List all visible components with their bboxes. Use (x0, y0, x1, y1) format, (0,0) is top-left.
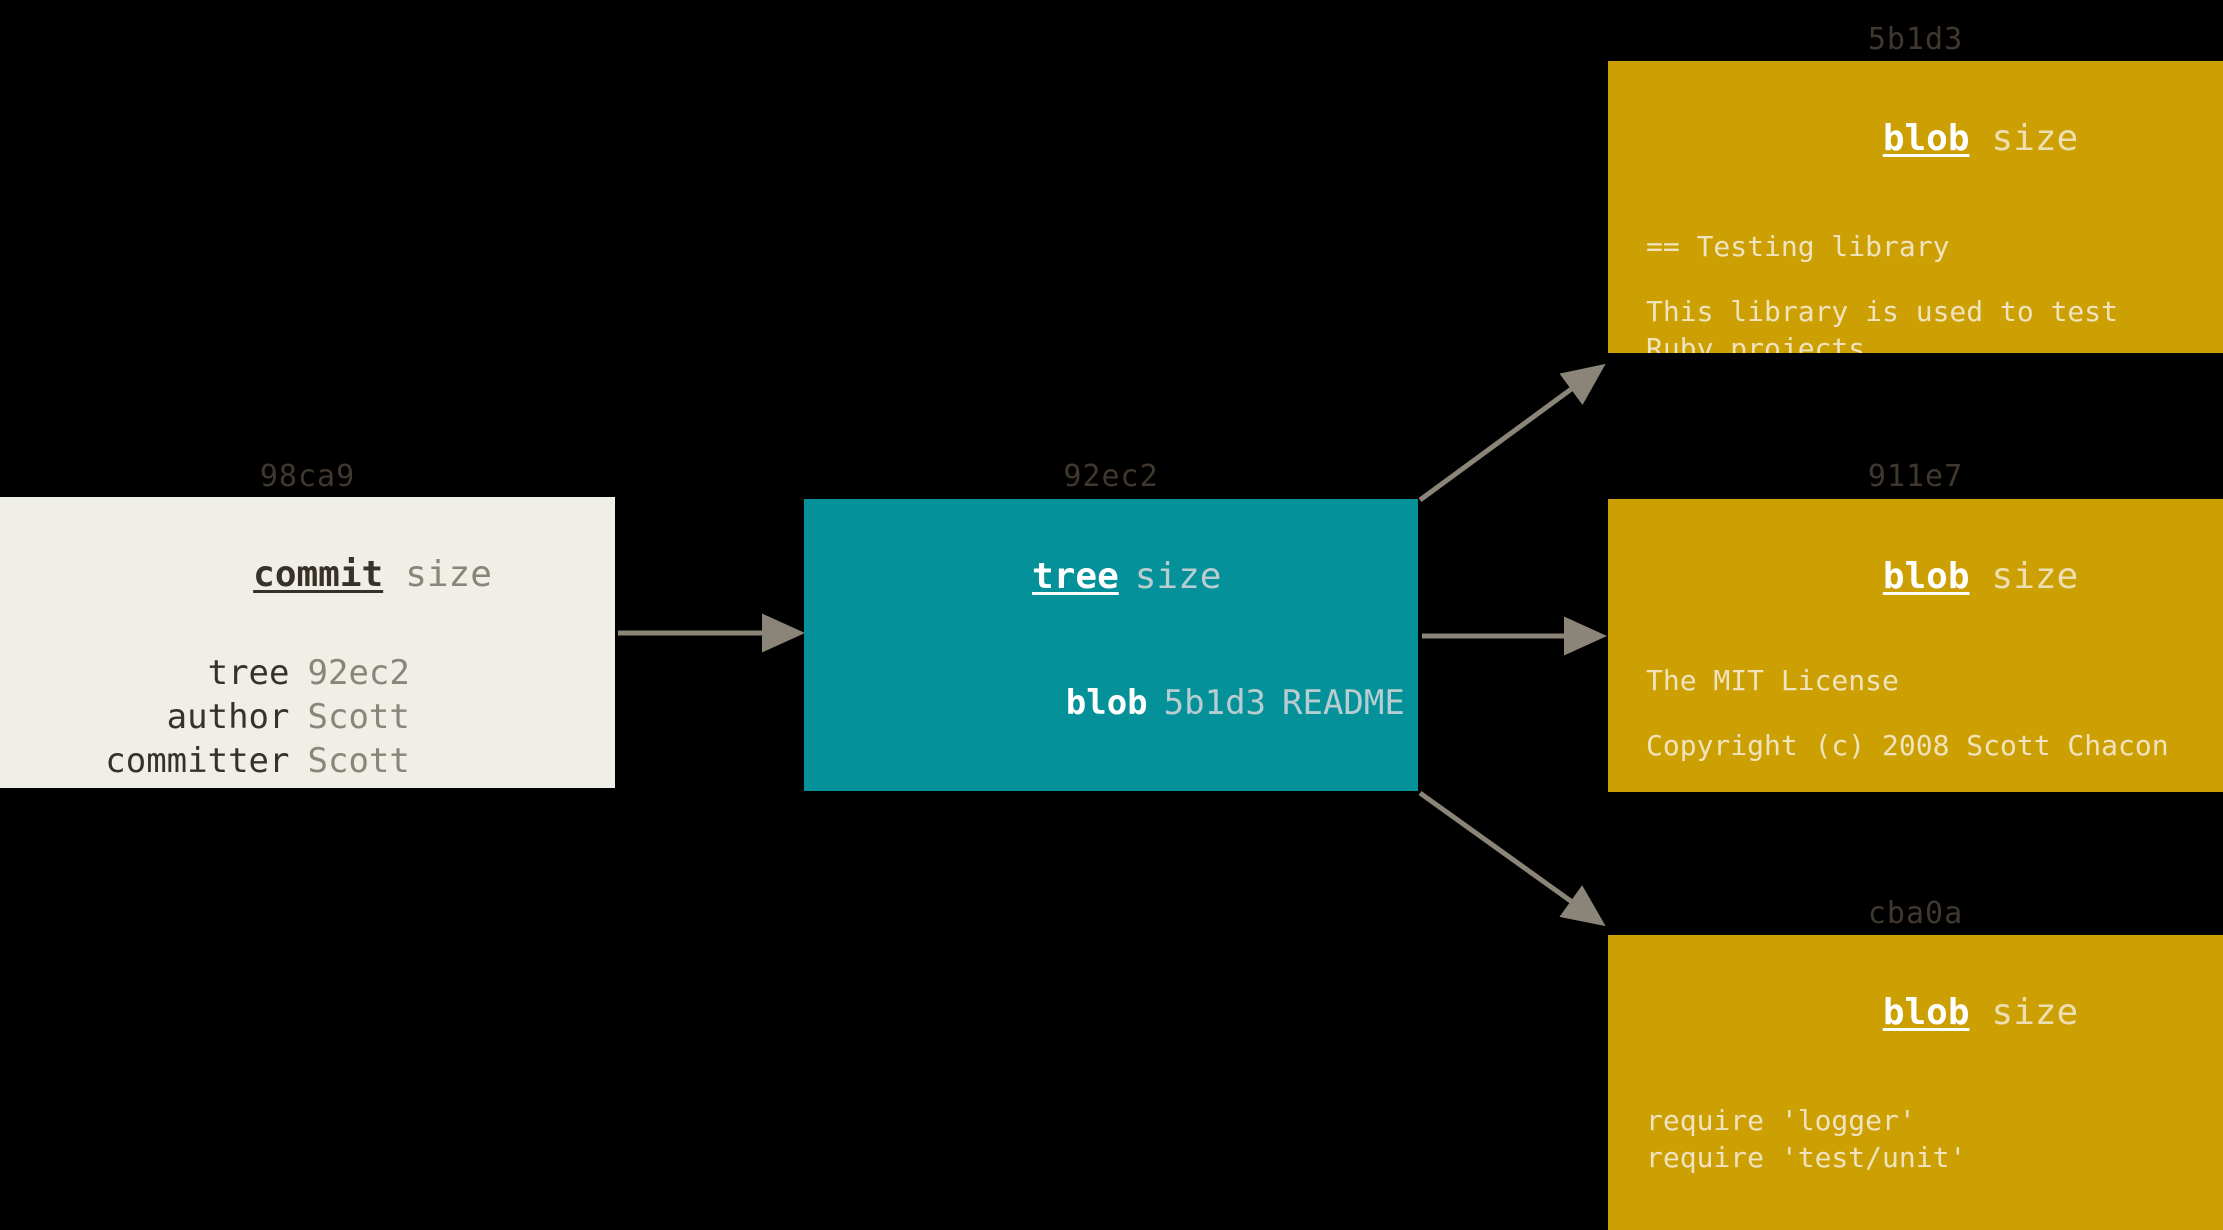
commit-fields-table: tree 92ec2 author Scott committer Scott (22, 651, 593, 783)
commit-field-row: tree 92ec2 (22, 651, 593, 695)
blob-header: blob size (1608, 85, 2223, 193)
blob-type-label: blob (1882, 118, 1970, 159)
blob-content-line: require 'logger' require 'test/unit' (1646, 1104, 1967, 1174)
tree-entry-name: README (1282, 683, 1405, 723)
blob-content-911e7: The MIT License Copyright (c) 2008 Scott… (1608, 663, 2223, 792)
tree-entry-row[interactable]: blob 5b1d3 README (902, 647, 1418, 759)
tree-entry-type: blob (1065, 683, 1148, 723)
blob-content-cba0a: require 'logger' require 'test/unit' cla… (1608, 1103, 2223, 1230)
tree-entry-row[interactable]: blob911e7LICENSE (902, 759, 1418, 791)
commit-field-key: committer (105, 741, 290, 781)
blob-size-label: size (1991, 118, 2079, 159)
blob-object-box-cba0a[interactable]: blob size require 'logger' require 'test/… (1608, 935, 2223, 1230)
blob-content-line: This library is used to test Ruby projec… (1646, 294, 2119, 353)
blob-type-label: blob (1882, 556, 1970, 597)
blob-object-box-5b1d3[interactable]: blob size == Testing library This library… (1608, 61, 2223, 353)
commit-type-label: commit (253, 554, 384, 595)
blob-header: blob size (1608, 523, 2223, 631)
blob-size-label: size (1991, 556, 2079, 597)
hash-label-tree: 92ec2 (1063, 459, 1159, 494)
blob-content-5b1d3: == Testing library This library is used … (1608, 229, 2223, 353)
tree-type-label: tree (1032, 556, 1119, 597)
commit-field-row: committer Scott (22, 739, 593, 783)
blob-header: blob size (1608, 959, 2223, 1067)
tree-size-label: size (1134, 556, 1222, 597)
blob-content-line: The MIT License (1646, 664, 1899, 697)
hash-label-commit: 98ca9 (259, 459, 356, 494)
hash-label-blob-911e7: 911e7 (1867, 459, 1964, 494)
blob-type-label: blob (1882, 992, 1970, 1033)
hash-label-blob-5b1d3: 5b1d3 (1867, 22, 1964, 57)
tree-entry-hash: 5b1d3 (1163, 683, 1267, 723)
commit-field-value: Scott (307, 697, 410, 737)
arrow-tree-to-blob-cba0a (1418, 790, 1606, 927)
commit-field-key: author (166, 697, 290, 737)
blob-content-line: Copyright (c) 2008 Scott Chacon (1646, 728, 2169, 762)
blob-object-box-911e7[interactable]: blob size The MIT License Copyright (c) 2… (1608, 499, 2223, 792)
tree-object-box[interactable]: tree size blob 5b1d3 README blob911e7LICENS… (804, 499, 1418, 791)
blob-size-label: size (1991, 992, 2079, 1033)
tree-header: tree size (804, 523, 1418, 631)
blob-content-line (1646, 1205, 2209, 1230)
arrow-tree-to-blob-5b1d3 (1418, 363, 1606, 503)
commit-field-key: tree (207, 653, 290, 693)
commit-field-value: Scott (307, 741, 410, 781)
hash-label-blob-cba0a: cba0a (1867, 896, 1964, 931)
blob-content-line: == Testing library (1646, 230, 1950, 263)
commit-field-value: 92ec2 (307, 653, 410, 693)
commit-field-row: author Scott (22, 695, 593, 739)
commit-object-box[interactable]: commit size tree 92ec2 author Scott commi… (0, 497, 615, 788)
commit-size-label: size (405, 554, 492, 595)
commit-header: commit size (22, 521, 593, 629)
